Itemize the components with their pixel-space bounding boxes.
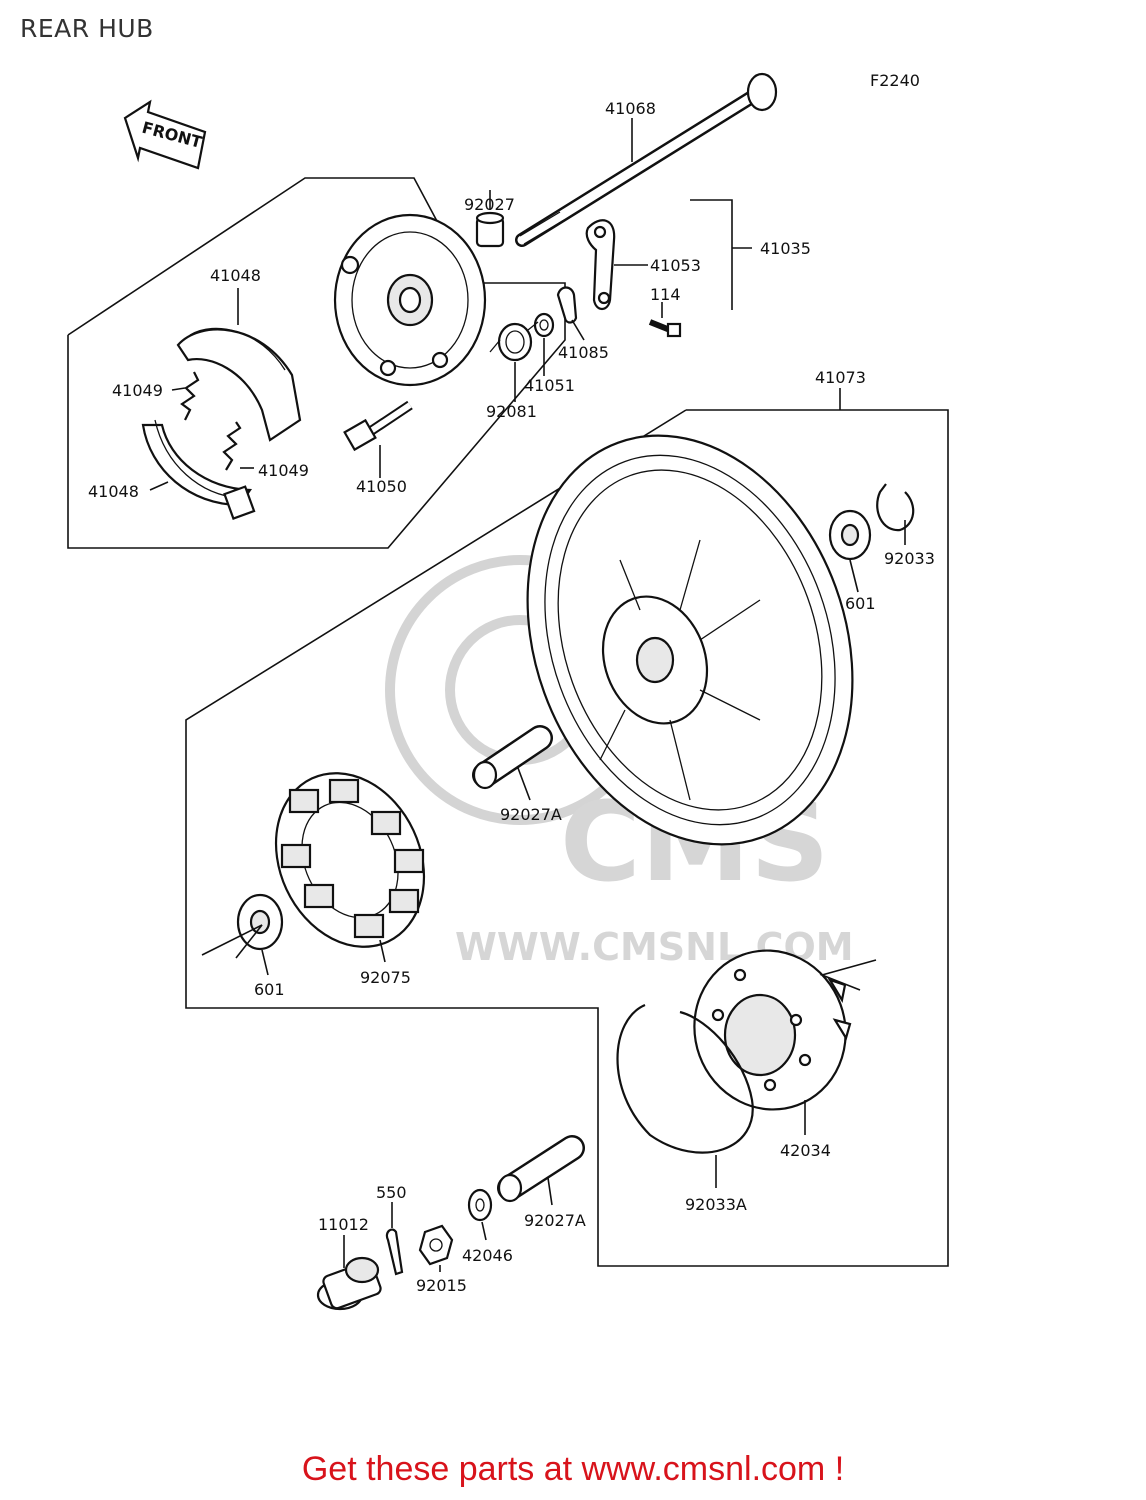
label-92081: 92081: [486, 402, 537, 421]
cap-11012: [316, 1256, 382, 1311]
label-601-left: 601: [254, 980, 285, 999]
brake-cam-41050: [343, 400, 413, 452]
label-92033A: 92033A: [685, 1195, 747, 1214]
label-41068: 41068: [605, 99, 656, 118]
label-550: 550: [376, 1183, 407, 1202]
label-41051: 41051: [524, 376, 575, 395]
label-41053: 41053: [650, 256, 701, 275]
collar-92027: [475, 211, 505, 248]
label-41049-bottom: 41049: [258, 461, 309, 480]
rear-wheel: [526, 434, 854, 846]
bolt-114: [648, 319, 682, 338]
bracket-41035: [690, 199, 733, 310]
spacer-92027A-bottom: [497, 1135, 585, 1203]
circlip-92033: [876, 483, 915, 532]
torque-arm-41053: [585, 219, 616, 311]
spacer-92027A-mid: [472, 725, 553, 790]
nut-92015: [418, 1224, 454, 1266]
label-41048-top: 41048: [210, 266, 261, 285]
label-42046: 42046: [462, 1246, 513, 1265]
label-41050: 41050: [356, 477, 407, 496]
brake-shoe-bottom-41048: [141, 419, 256, 520]
spring-41049-bottom: [222, 421, 242, 471]
label-92075: 92075: [360, 968, 411, 987]
lever-41085: [556, 286, 578, 324]
label-41049-top: 41049: [112, 381, 163, 400]
label-41035: 41035: [760, 239, 811, 258]
label-41085: 41085: [558, 343, 609, 362]
label-92027: 92027: [464, 195, 515, 214]
brake-shoe-top-41048: [176, 327, 302, 442]
label-11012: 11012: [318, 1215, 369, 1234]
label-92033: 92033: [884, 549, 935, 568]
washer-41051: [533, 312, 555, 338]
wheel-group-outline: [185, 409, 949, 1267]
spring-41049-top: [180, 371, 200, 421]
damper-92075: [274, 772, 426, 948]
washer-42046: [467, 1188, 493, 1222]
bearing-601-left: [236, 893, 284, 951]
brake-panel: [333, 213, 487, 387]
figure-code: F2240: [870, 71, 920, 90]
promo-link[interactable]: Get these parts at www.cmsnl.com !: [301, 1450, 845, 1488]
cotter-pin-550: [385, 1228, 404, 1276]
coupling-42034: [693, 949, 852, 1111]
label-41048-bottom: 41048: [88, 482, 139, 501]
label-92027A-mid: 92027A: [500, 805, 562, 824]
label-92015: 92015: [416, 1276, 467, 1295]
axle-41068: [515, 72, 778, 247]
page-title: REAR HUB: [20, 14, 154, 43]
brake-group-outline: [67, 177, 566, 549]
label-41073: 41073: [815, 368, 866, 387]
ring-92033A: [616, 1003, 754, 1154]
bearing-601-right: [828, 509, 872, 561]
label-42034: 42034: [780, 1141, 831, 1160]
front-arrow-icon: FRONT: [123, 99, 207, 170]
label-601-right: 601: [845, 594, 876, 613]
spring-92081: [489, 321, 539, 362]
label-114: 114: [650, 285, 681, 304]
label-92027A-bottom: 92027A: [524, 1211, 586, 1230]
